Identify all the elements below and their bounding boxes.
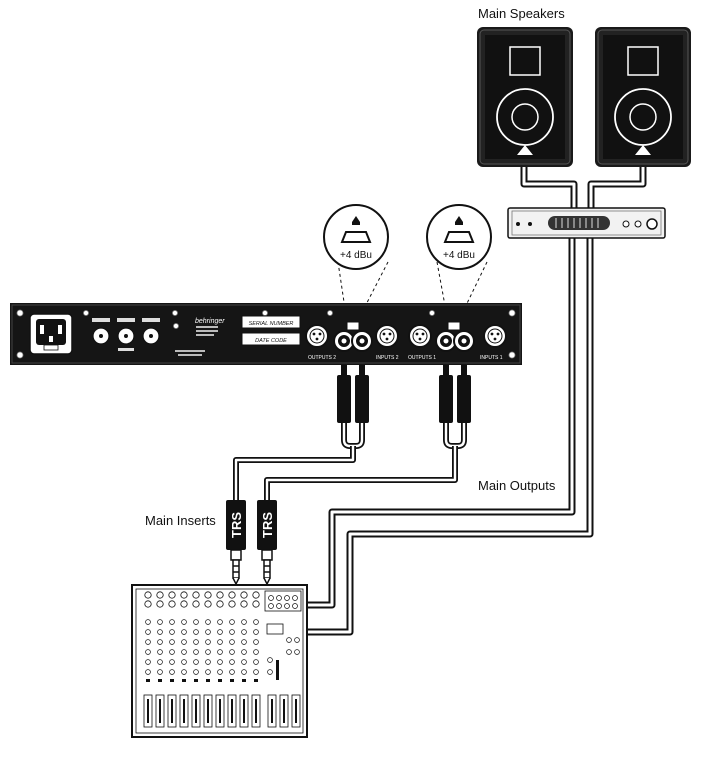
insert-jack-2b-icon [351,330,373,352]
serial-number-text: SERIAL NUMBER [249,321,294,327]
xlr-output-1-icon [408,324,432,348]
main-speaker-right [594,26,692,168]
level-label-right: +4 dBu [443,250,475,261]
brand-text: behringer [195,318,225,325]
main-speakers-label: Main Speakers [478,6,565,21]
level-switch-1-icon [447,321,461,331]
level-label-left: +4 dBu [340,250,372,261]
level-switch-icon [340,231,372,243]
level-arrow-icon [352,216,360,222]
power-inlet-icon [29,313,73,355]
mixing-console [131,584,308,738]
level-switch-2-icon [346,321,360,331]
level-switch-icon [443,231,475,243]
outputs-1-label: OUTPUTS 1 [408,355,436,361]
xlr-output-2-icon [305,324,329,348]
mixer-master-section [264,590,302,728]
trs-label-left: TRS [229,512,244,538]
insert-jack-1b-icon [453,330,475,352]
power-amplifier [507,207,666,239]
trs-plug-right: TRS [257,500,277,586]
xlr-input-2-icon [375,324,399,348]
xlr-input-1-icon [483,324,507,348]
trs-label-right: TRS [260,512,275,538]
main-output-cables [305,238,594,636]
main-speaker-left [476,26,574,168]
inputs-2-label: INPUTS 2 [376,355,399,361]
main-inserts-label: Main Inserts [145,513,216,528]
outputs-2-label: OUTPUTS 2 [308,355,336,361]
midi-connector-icons [92,318,160,351]
date-code-text: DATE CODE [255,338,287,344]
insert-plug-icons [337,375,471,423]
inputs-1-label: INPUTS 1 [480,355,503,361]
serial-number-box [241,315,301,329]
trs-plug-left: TRS [226,500,246,586]
speaker-cables [520,165,647,210]
level-arrow-icon [455,216,463,222]
rack-device-rear-panel: behringer SERIAL NUMBER DATE CODE OUTPUT… [10,303,522,365]
insert-cables [233,352,467,500]
level-callout-left: +4 dBu [323,204,389,323]
main-outputs-label: Main Outputs [478,478,556,493]
date-code-box [241,332,301,346]
